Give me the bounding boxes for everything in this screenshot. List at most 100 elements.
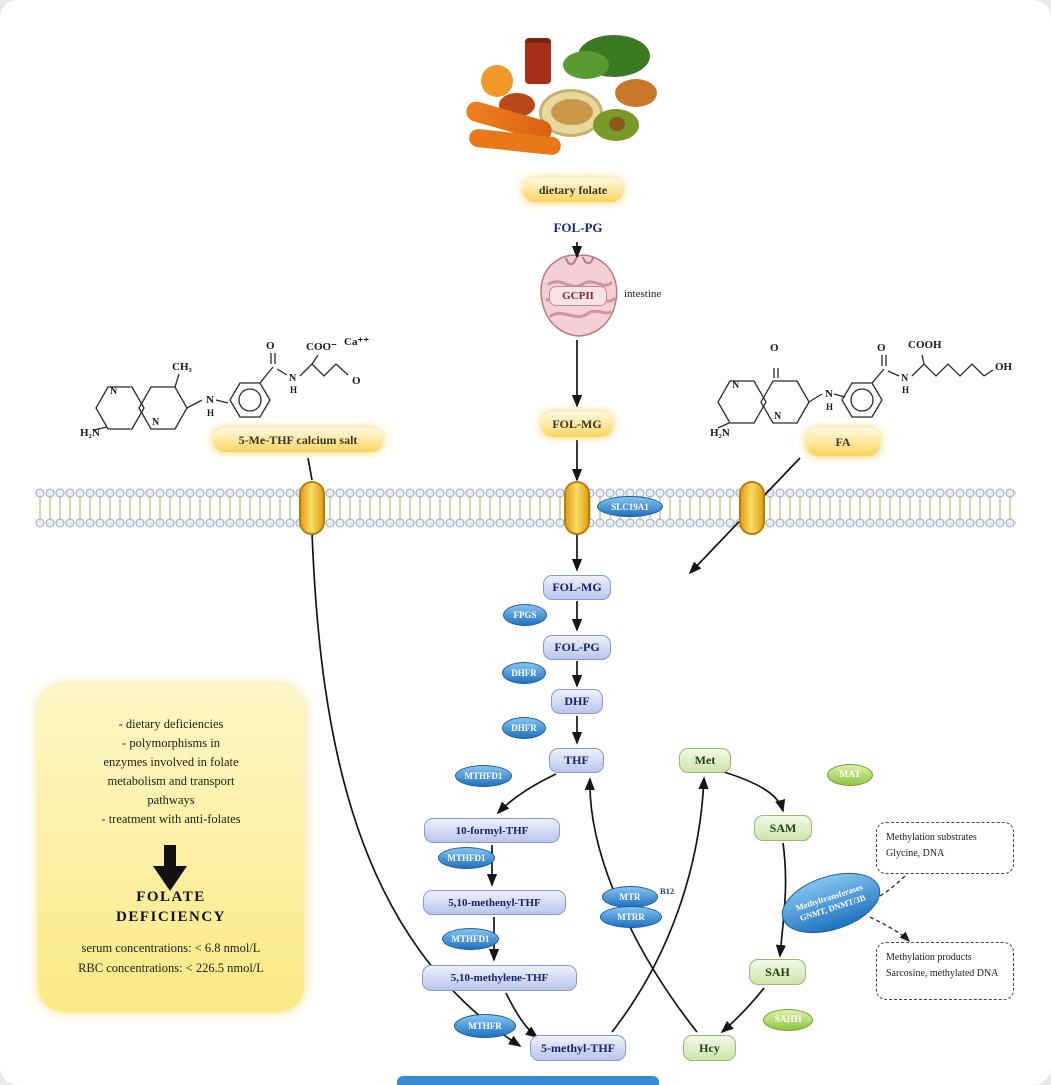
- products-line1: Methylation products: [886, 952, 972, 963]
- atom-o-carbonyl: O: [877, 342, 886, 354]
- mat-enzyme: MAT: [827, 764, 873, 786]
- atom-o-top: O: [770, 342, 779, 354]
- cause-line: - polymorphisms in: [122, 736, 220, 750]
- methyl-thf-box: 5-methyl-THF: [530, 1035, 626, 1061]
- mtrr-enzyme: MTRR: [600, 906, 662, 928]
- membrane-transporter-right: [739, 481, 765, 535]
- benzene-ring: [229, 382, 271, 418]
- intestine-fold-line: [549, 309, 612, 319]
- slc19a1-transporter-badge: SLC19A1: [597, 496, 663, 517]
- mthfd1-enzyme-1: MTHFD1: [455, 765, 512, 787]
- mthfr-enzyme: MTHFR: [454, 1014, 516, 1038]
- deficiency-title-line1: FOLATE: [136, 889, 206, 905]
- atom-n-ring: N: [110, 386, 118, 397]
- atom-h-bridge: H: [826, 402, 833, 412]
- dashed-arrow-enzyme-to-products: [869, 916, 910, 942]
- fol-mg-badge: FOL-MG: [541, 412, 613, 437]
- atom-n-amide: N: [901, 373, 909, 384]
- atom-h2n: H₂N: [710, 427, 730, 439]
- grains-shape: [551, 99, 593, 125]
- intestine-fold-line: [547, 280, 613, 288]
- atom-o-end: O: [352, 375, 361, 387]
- formyl-thf-box: 10-formyl-THF: [424, 818, 560, 843]
- atom-coo: COO⁻: [306, 341, 337, 353]
- methylation-substrates-note: Methylation substrates Glycine, DNA: [876, 822, 1014, 874]
- atom-ca: Ca⁺⁺: [344, 336, 369, 348]
- cell-membrane: [35, 487, 1016, 529]
- intestine-tube-line: [565, 256, 594, 265]
- atom-h2n: H₂N: [80, 427, 100, 439]
- pterin-ring-2: [760, 380, 810, 424]
- folpg-box: FOL-PG: [543, 635, 611, 660]
- fa-badge: FA: [806, 428, 880, 456]
- arrow-sah-to-hcy: [720, 987, 765, 1034]
- products-line2: Sarcosine, methylated DNA: [886, 967, 999, 979]
- folate-deficiency-box: - dietary deficiencies - polymorphisms i…: [38, 685, 304, 1012]
- arrow-sam-to-sah: [775, 842, 787, 958]
- thf-box: THF: [549, 748, 604, 773]
- atom-n-ring: N: [774, 411, 782, 422]
- sam-box: SAM: [754, 815, 812, 841]
- atom-n-ring: N: [732, 380, 740, 391]
- atom-h-bridge: H: [207, 408, 214, 418]
- deficiency-causes: - dietary deficiencies - polymorphisms i…: [38, 715, 304, 829]
- met-box: Met: [679, 748, 731, 773]
- deficiency-title-line2: DEFICIENCY: [115, 909, 226, 925]
- 5-me-thf-badge: 5-Me-THF calcium salt: [213, 428, 383, 452]
- orange-fruit-shape: [481, 65, 513, 97]
- atom-h-amide: H: [902, 385, 909, 395]
- cut-off-bottom-element: [397, 1076, 659, 1085]
- mthfd1-enzyme-3: MTHFD1: [442, 928, 499, 950]
- hcy-box: Hcy: [683, 1035, 736, 1061]
- dietary-folate-badge: dietary folate: [523, 178, 623, 202]
- membrane-transporter-left: [299, 481, 325, 535]
- sahh-enzyme: SAHH: [763, 1009, 813, 1031]
- juice-glass-shape: [525, 38, 551, 84]
- methyltransferases-enzyme: Methyltransferases GNMT, DNMT/3B: [774, 861, 888, 945]
- avocado-pit-shape: [609, 117, 625, 131]
- membrane-transporter-center: [564, 481, 590, 535]
- leafy-greens-shape-2: [563, 51, 609, 79]
- atom-n-bridge: N: [206, 394, 214, 406]
- folmg-box: FOL-MG: [543, 575, 611, 600]
- substrates-line2: Glycine, DNA: [886, 847, 945, 859]
- mtr-enzyme: MTR: [602, 886, 658, 908]
- pterin-ring-2: [138, 386, 188, 430]
- benzene-ring: [841, 382, 883, 418]
- pterin-ring-1: [717, 380, 767, 424]
- arrow-met-to-sam: [723, 771, 786, 813]
- dietary-foods-illustration: [463, 35, 665, 180]
- sah-box: SAH: [749, 959, 806, 985]
- cause-line: enzymes involved in folate: [103, 755, 239, 769]
- atom-n-bridge: N: [825, 388, 833, 400]
- methylene-thf-box: 5,10-methylene-THF: [422, 965, 577, 991]
- fa-structure: O O COOH OH H₂N N H N N N H: [710, 330, 1015, 455]
- atom-cooh: COOH: [908, 339, 942, 351]
- fol-pg-label-top: FOL-PG: [553, 220, 603, 235]
- atom-h-amide: H: [290, 385, 297, 395]
- substrates-line1: Methylation substrates: [886, 832, 977, 843]
- atom-oh: OH: [995, 361, 1013, 373]
- serum-concentration: serum concentrations: < 6.8 nmol/L: [81, 941, 261, 955]
- atom-o: O: [266, 340, 275, 352]
- dhfr-enzyme-1: DHFR: [502, 662, 546, 684]
- atom-n-amide: N: [289, 373, 297, 384]
- cause-line: metabolism and transport: [107, 774, 235, 788]
- gcpii-enzyme-badge: GCPII: [549, 286, 607, 306]
- fpgs-enzyme: FPGS: [503, 604, 547, 626]
- cause-line: - treatment with anti-folates: [101, 812, 241, 826]
- methylation-products-note: Methylation products Sarcosine, methylat…: [876, 942, 1014, 1000]
- atom-n-ring: N: [152, 417, 160, 428]
- pterin-ring-1: [95, 386, 145, 430]
- 5-me-thf-structure: CH₃ O COO⁻ Ca⁺⁺ O H₂N N H N N N H: [80, 330, 400, 465]
- nuts-shape: [615, 79, 657, 107]
- rbc-concentration: RBC concentrations: < 226.5 nmol/L: [78, 961, 264, 975]
- dhf-box: DHF: [551, 689, 603, 714]
- intestine-label: intestine: [624, 288, 662, 300]
- cause-line: - dietary deficiencies: [118, 717, 224, 731]
- atom-ch3: CH₃: [172, 361, 193, 373]
- mthfd1-enzyme-2: MTHFD1: [438, 847, 495, 869]
- methenyl-thf-box: 5,10-methenyl-THF: [423, 890, 566, 915]
- dhfr-enzyme-2: DHFR: [502, 717, 546, 739]
